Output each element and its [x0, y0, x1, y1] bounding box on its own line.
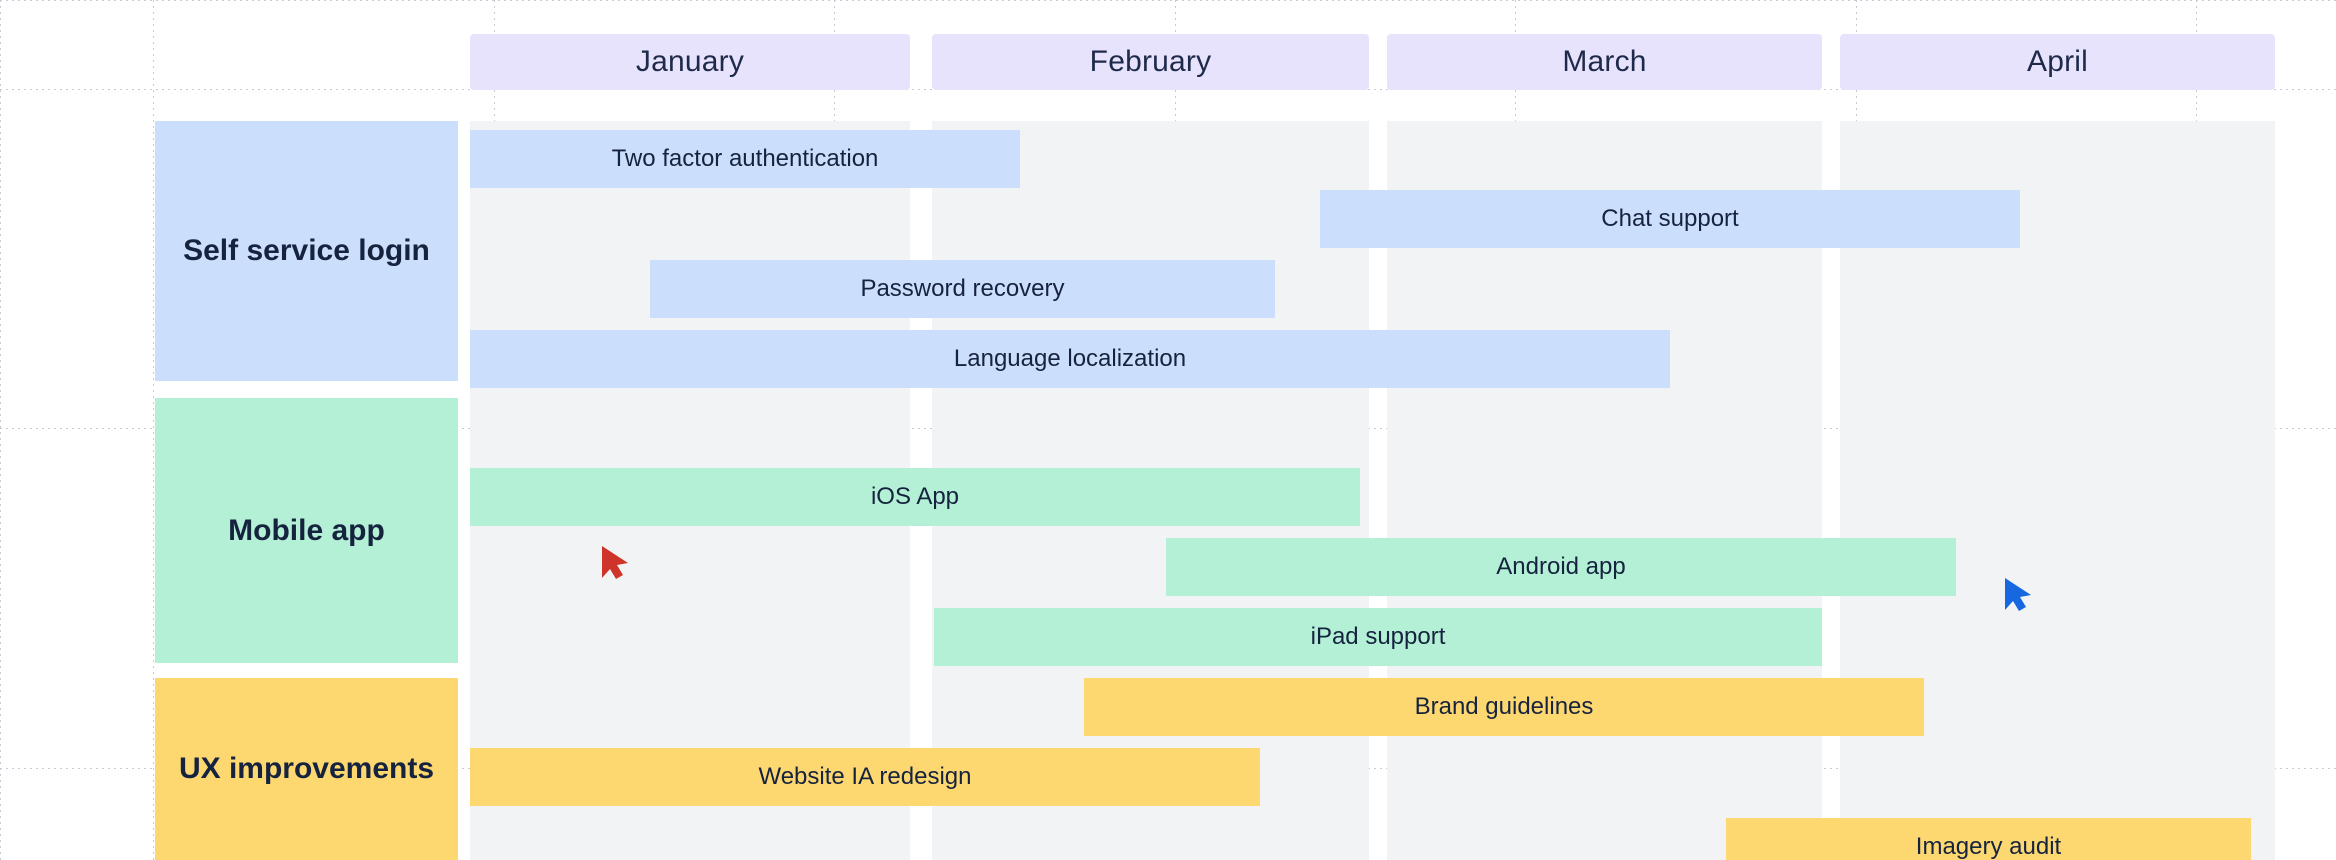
- task-bar-label: iOS App: [870, 483, 960, 510]
- task-bar-label: iPad support: [1310, 623, 1446, 650]
- task-bar-label: Two factor authentication: [611, 145, 879, 172]
- task-bar[interactable]: Two factor authentication: [470, 130, 1020, 188]
- task-bar-label: Password recovery: [860, 275, 1065, 302]
- task-bar[interactable]: Android app: [1166, 538, 1956, 596]
- month-header-january[interactable]: January: [470, 34, 910, 90]
- task-bar[interactable]: Website IA redesign: [470, 748, 1260, 806]
- group-label-mobile-app[interactable]: Mobile app: [155, 398, 458, 663]
- group-label-text: UX improvements: [178, 752, 435, 786]
- group-label-text: Self service login: [183, 234, 430, 268]
- month-header-march[interactable]: March: [1387, 34, 1822, 90]
- month-header-label: March: [1562, 45, 1647, 78]
- task-bar-label: Android app: [1496, 553, 1626, 580]
- grid-line-vertical: [153, 0, 154, 860]
- task-bar[interactable]: Brand guidelines: [1084, 678, 1924, 736]
- group-label-self-service-login[interactable]: Self service login: [155, 121, 458, 381]
- month-header-label: February: [1089, 45, 1212, 78]
- task-bar[interactable]: iPad support: [934, 608, 1822, 666]
- month-header-april[interactable]: April: [1840, 34, 2275, 90]
- task-bar[interactable]: Password recovery: [650, 260, 1275, 318]
- task-bar[interactable]: iOS App: [470, 468, 1360, 526]
- task-bar-label: Language localization: [953, 345, 1187, 372]
- group-label-text: Mobile app: [228, 513, 385, 547]
- task-bar-label: Website IA redesign: [758, 763, 972, 790]
- group-label-ux-improvements[interactable]: UX improvements: [155, 678, 458, 860]
- task-bar-label: Imagery audit: [1915, 833, 2062, 860]
- task-bar[interactable]: Language localization: [470, 330, 1670, 388]
- month-header-label: January: [635, 45, 745, 78]
- task-bar[interactable]: Imagery audit: [1726, 818, 2251, 860]
- month-header-february[interactable]: February: [932, 34, 1369, 90]
- task-bar[interactable]: Chat support: [1320, 190, 2020, 248]
- task-bar-label: Chat support: [1601, 205, 1739, 232]
- task-bar-label: Brand guidelines: [1414, 693, 1594, 720]
- month-header-label: April: [2026, 45, 2088, 78]
